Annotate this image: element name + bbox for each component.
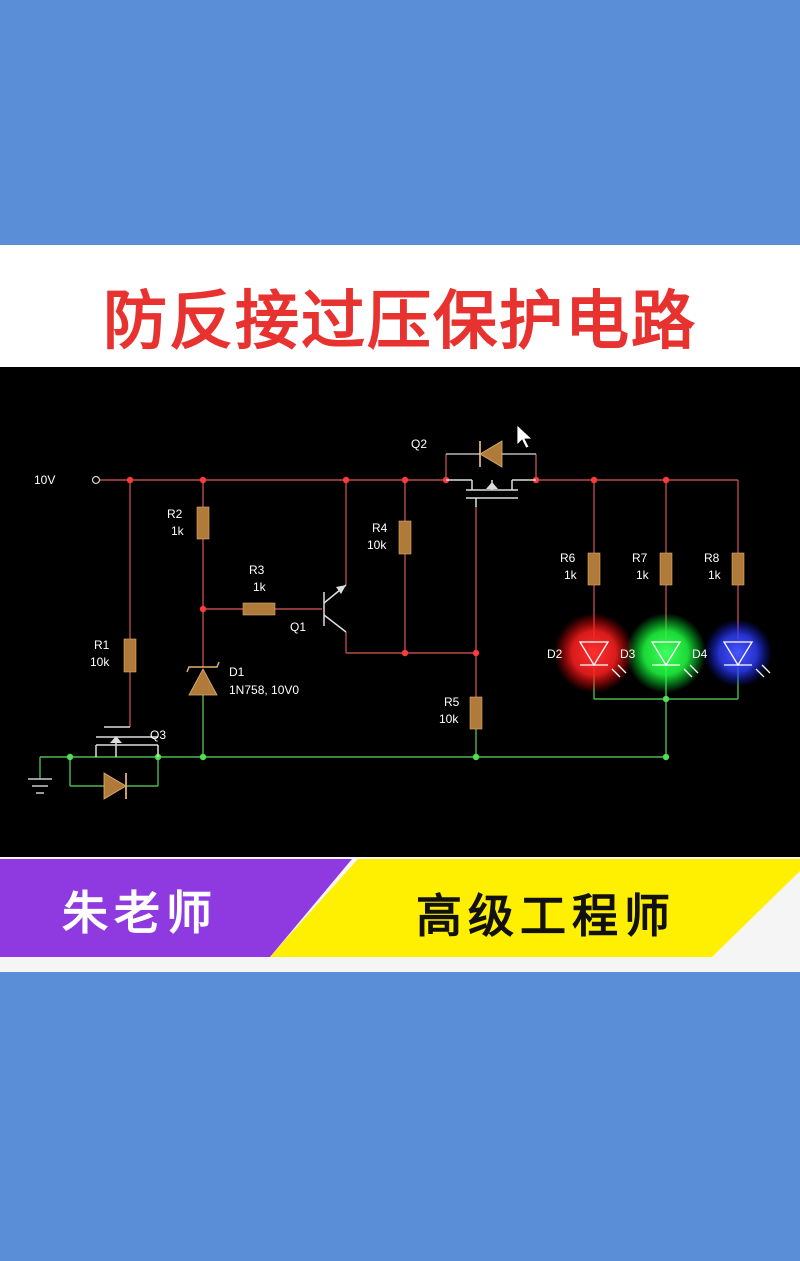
resistor-bodies [123,506,745,730]
r1-value: 10k [90,655,110,669]
q2-name: Q2 [411,437,427,451]
r5-name: R5 [444,695,460,709]
red-junctions [126,476,670,657]
transistor-q1 [323,584,347,633]
r1-name: R1 [94,638,110,652]
led-d2 [578,641,627,678]
supply-label: 10V [34,473,55,487]
page-title: 防反接过压保护电路 [103,285,697,359]
led-d3 [650,641,699,678]
top-blue-band [0,0,800,245]
r6-value: 1k [564,568,578,582]
d3-name: D3 [620,647,636,661]
r8-name: R8 [704,551,720,565]
d4-name: D4 [692,647,708,661]
q2-body-diode [446,440,536,468]
mosfet-q2 [446,479,536,507]
r7-value: 1k [636,568,650,582]
supply-terminal [91,475,101,485]
banner-purple-panel [0,859,352,957]
r8-value: 1k [708,568,722,582]
ground-symbol [28,778,52,794]
led-d2-glow [554,613,634,693]
r3-value: 1k [253,580,267,594]
bottom-blue-band [0,972,800,1261]
r3-name: R3 [249,563,265,577]
ground-wires [39,667,739,787]
mosfet-q3 [95,726,159,757]
q3-name: Q3 [150,728,166,742]
led-d3-glow [626,613,706,693]
led-d4 [722,641,771,678]
presenter-banner [0,857,800,972]
r4-value: 10k [367,538,387,552]
zener-diode-d1 [186,661,220,696]
presenter-name: 朱老师 [62,886,218,940]
r7-name: R7 [632,551,648,565]
r2-name: R2 [167,507,183,521]
title-strip [0,245,800,367]
r4-name: R4 [372,521,388,535]
d2-name: D2 [547,647,563,661]
mouse-cursor-icon [516,424,534,449]
banner-yellow-panel [270,859,800,957]
r5-value: 10k [439,712,459,726]
led-d4-glow [704,619,772,687]
q3-body-diode [103,772,127,800]
circuit-diagram: 10V R1 10k R2 1k R3 1k R4 10k R5 10k R6 … [0,367,800,857]
r2-value: 1k [171,524,185,538]
q1-name: Q1 [290,620,306,634]
d1-name: D1 [229,665,245,679]
r6-name: R6 [560,551,576,565]
presenter-role: 高级工程师 [416,889,676,943]
d1-value: 1N758, 10V0 [229,683,299,697]
